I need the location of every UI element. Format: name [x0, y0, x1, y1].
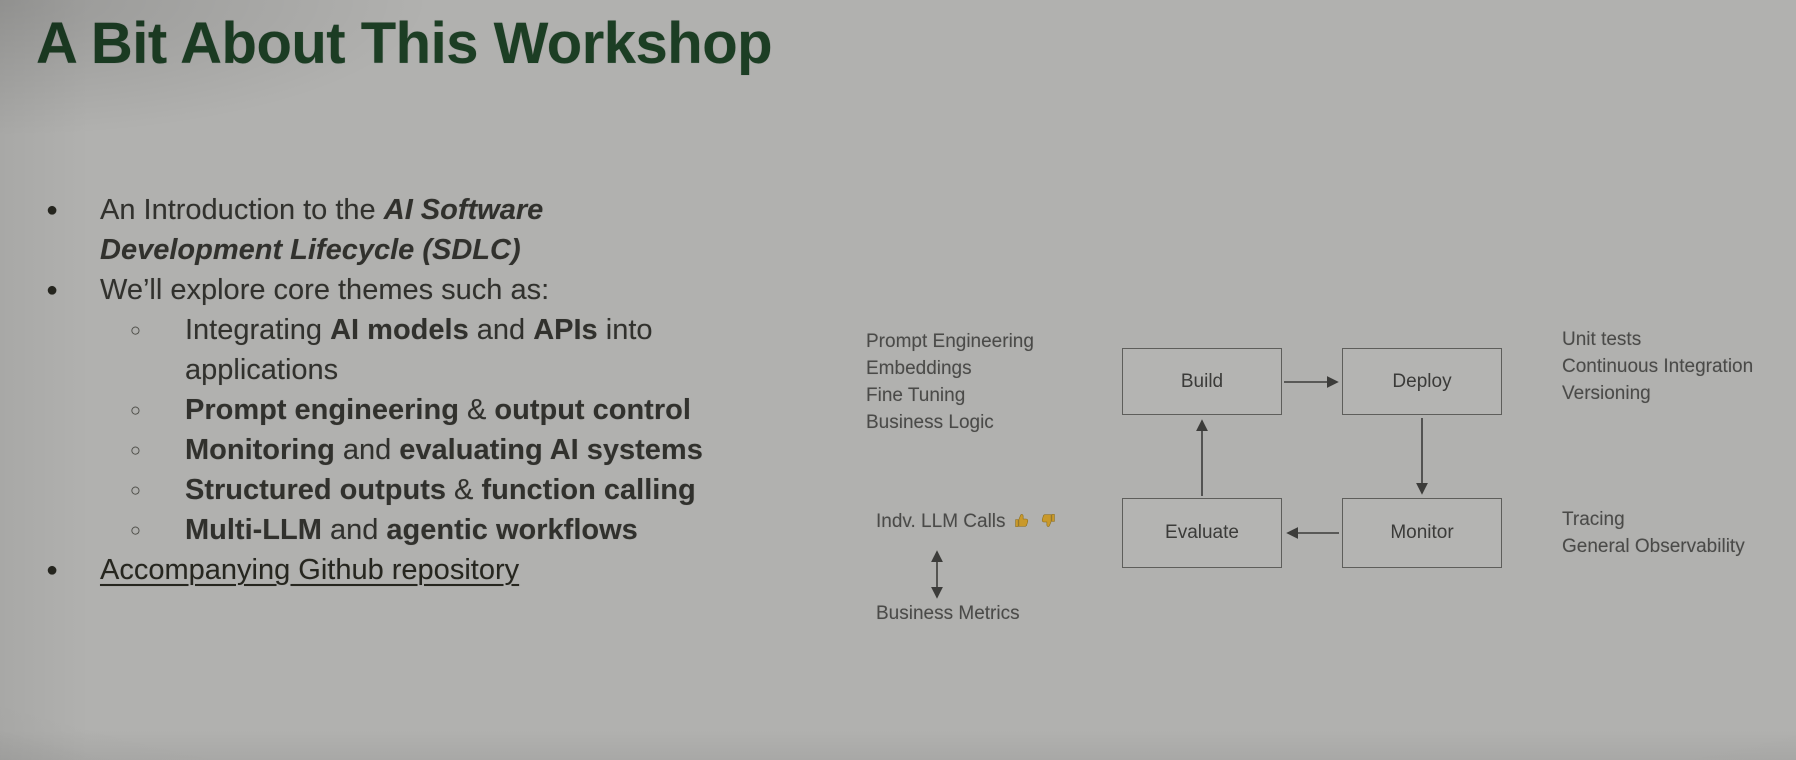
sub-text-bold: Monitoring: [185, 434, 335, 466]
sub-text-bold: evaluating AI systems: [399, 434, 703, 466]
sub-text: into applications: [185, 314, 653, 386]
github-repo-link[interactable]: Accompanying Github repository: [100, 554, 520, 586]
bullet-item-themes: ● We’ll explore core themes such as:: [44, 270, 704, 310]
thumbs-down-icon: [1042, 514, 1055, 527]
themes-text: We’ll explore core themes such as:: [100, 274, 550, 306]
evaluate-box-label: Evaluate: [1165, 522, 1239, 543]
annotation-line: Business Logic: [866, 412, 994, 433]
sub-text-bold: AI models: [330, 314, 469, 346]
deploy-box: Deploy: [1342, 348, 1502, 415]
circle-bullet-icon: ○: [130, 520, 141, 540]
sub-text: Integrating: [185, 314, 331, 346]
evaluate-box: Evaluate: [1122, 498, 1282, 568]
sub-text: and: [321, 514, 387, 546]
monitor-annotations: Tracing General Observability: [1562, 506, 1745, 560]
annotation-line: Fine Tuning: [866, 385, 966, 406]
business-metrics-label: Business Metrics: [876, 600, 1020, 627]
annotation-line: Embeddings: [866, 358, 972, 379]
monitor-box: Monitor: [1342, 498, 1502, 568]
page-title: A Bit About This Workshop: [36, 11, 773, 76]
disc-bullet-icon: ●: [46, 199, 59, 221]
circle-bullet-icon: ○: [130, 320, 141, 340]
sub-bullet-integrating: ○ Integrating AI models and APIs into ap…: [44, 310, 704, 390]
disc-bullet-icon: ●: [46, 559, 59, 581]
sub-text-bold: agentic workflows: [386, 514, 638, 546]
sub-text: and: [468, 314, 534, 346]
sub-text-bold: Prompt engineering: [185, 394, 459, 426]
sub-text-bold: output control: [494, 394, 691, 426]
llm-calls-text: Indv. LLM Calls: [876, 511, 1006, 532]
sub-bullet-structured-outputs: ○ Structured outputs & function calling: [44, 470, 704, 510]
bullet-item-intro: ● An Introduction to the AI Software Dev…: [44, 190, 660, 270]
annotation-line: Versioning: [1562, 383, 1651, 404]
annotation-line: General Observability: [1562, 536, 1745, 557]
sdlc-emphasis: AI Software Development Lifecycle (SDLC): [100, 194, 544, 266]
annotation-line: Tracing: [1562, 509, 1625, 530]
sub-bullet-prompt-engineering: ○ Prompt engineering & output control: [44, 390, 704, 430]
sub-text-bold: Structured outputs: [185, 474, 446, 506]
build-box: Build: [1122, 348, 1282, 415]
sub-text: &: [446, 474, 482, 506]
deploy-annotations: Unit tests Continuous Integration Versio…: [1562, 326, 1753, 407]
llm-calls-label: Indv. LLM Calls: [876, 510, 1056, 534]
annotation-line: Unit tests: [1562, 329, 1642, 350]
build-box-label: Build: [1180, 370, 1224, 392]
annotation-line: Prompt Engineering: [866, 331, 1034, 352]
bullet-item-github: ● Accompanying Github repository: [44, 550, 704, 590]
business-metrics-text: Business Metrics: [876, 603, 1020, 624]
deploy-box-label: Deploy: [1392, 370, 1452, 392]
build-annotations: Prompt Engineering Embeddings Fine Tunin…: [866, 328, 1034, 436]
thumbs-up-icon: [1015, 514, 1028, 527]
bullet-list: ● An Introduction to the AI Software Dev…: [44, 190, 704, 590]
sub-bullet-multi-llm: ○ Multi-LLM and agentic workflows: [44, 510, 704, 550]
circle-bullet-icon: ○: [130, 480, 141, 500]
intro-text: An Introduction to the: [100, 194, 384, 226]
sub-text: and: [334, 434, 400, 466]
sub-text-bold: Multi-LLM: [185, 514, 322, 546]
sub-text: &: [458, 394, 495, 426]
sub-text-bold: function calling: [481, 474, 696, 506]
annotation-line: Continuous Integration: [1562, 356, 1754, 377]
circle-bullet-icon: ○: [130, 440, 141, 460]
sub-bullet-monitoring: ○ Monitoring and evaluating AI systems: [44, 430, 704, 470]
sub-text-bold: APIs: [533, 314, 598, 346]
circle-bullet-icon: ○: [130, 400, 141, 420]
monitor-box-label: Monitor: [1390, 522, 1454, 543]
disc-bullet-icon: ●: [46, 279, 59, 301]
